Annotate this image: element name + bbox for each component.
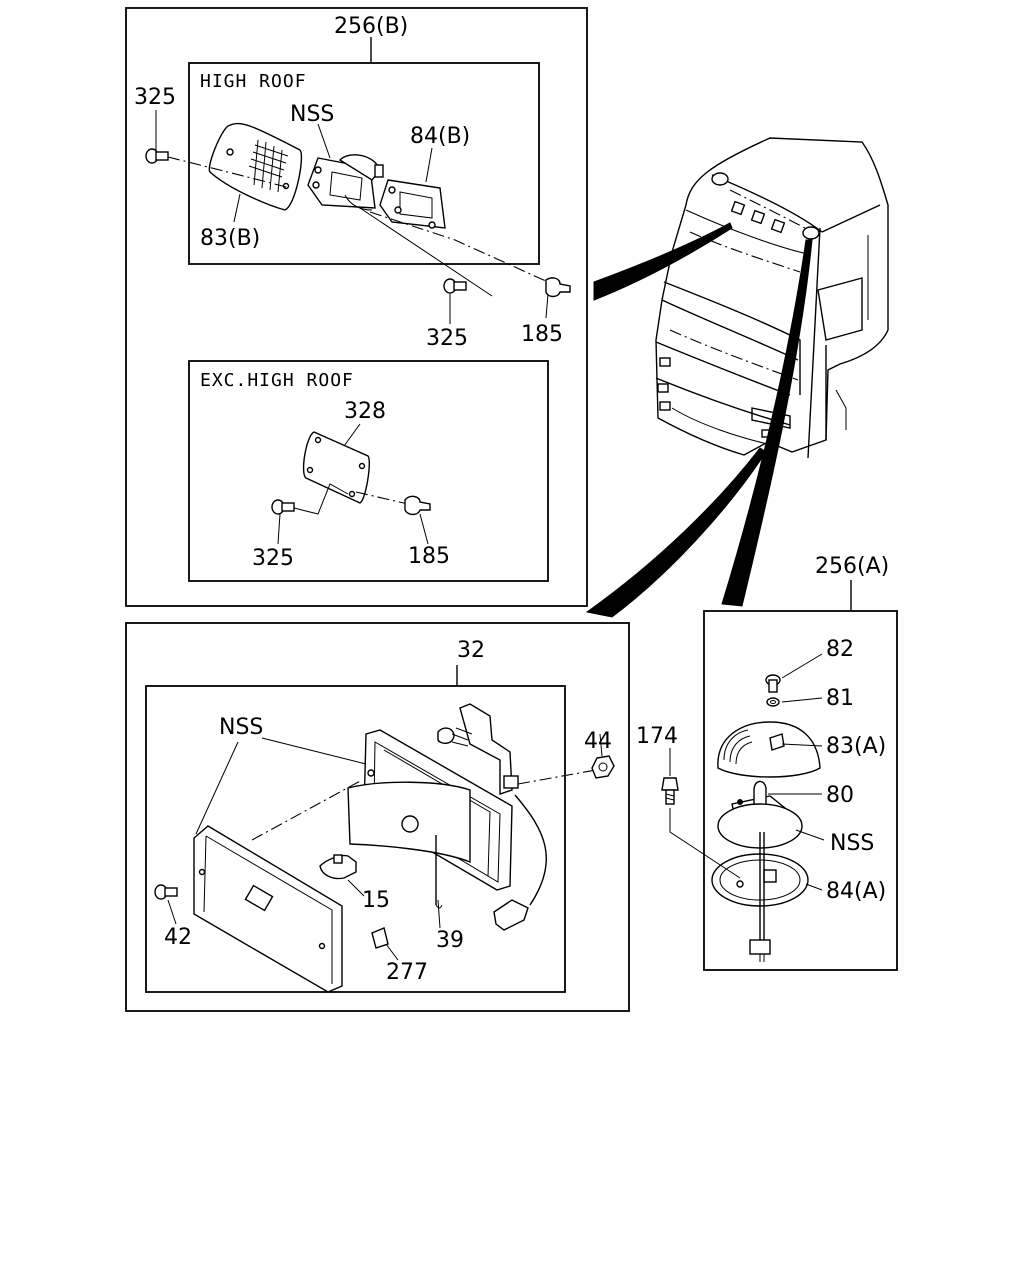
- marker-lens-83b: [208, 122, 303, 211]
- fog-lamp-wire: [493, 794, 547, 931]
- pointer-band-high-roof: [593, 222, 733, 301]
- screw-82: [765, 674, 781, 693]
- frame-256a: [703, 610, 898, 971]
- leader-lines: [155, 110, 825, 961]
- screw-42: [154, 884, 178, 900]
- marker-harness: [749, 832, 771, 962]
- label-nss-top: NSS: [290, 102, 334, 127]
- pointer-band-marker: [721, 239, 813, 607]
- label-32: 32: [457, 638, 485, 663]
- label-325-exc: 325: [252, 546, 294, 571]
- label-256b: 256(B): [334, 14, 408, 39]
- nut-44: [591, 755, 615, 779]
- bulb-15: [319, 854, 357, 880]
- frame-fog-lamp: [125, 622, 630, 1012]
- label-83a: 83(A): [826, 734, 886, 759]
- clip-277: [371, 927, 389, 949]
- fog-lamp-front-lens: [193, 825, 343, 993]
- label-277: 277: [386, 960, 428, 985]
- label-84a: 84(A): [826, 879, 886, 904]
- label-82: 82: [826, 637, 854, 662]
- fog-lamp-bracket: [437, 703, 519, 795]
- label-84b: 84(B): [410, 124, 470, 149]
- screw-325-exc: [271, 499, 295, 515]
- bolt-44-lamp: [517, 769, 597, 785]
- frame-high-roof: [188, 62, 540, 265]
- section-high-roof: HIGH ROOF: [200, 71, 307, 92]
- label-185-high-roof: 185: [521, 322, 563, 347]
- clip-185-exc: [404, 495, 431, 516]
- truck-cab: [655, 137, 889, 459]
- label-80: 80: [826, 783, 854, 808]
- label-328: 328: [344, 399, 386, 424]
- frame-exc-high-roof: [188, 360, 549, 582]
- marker-base-84b: [379, 179, 446, 229]
- screw-325-top: [145, 148, 169, 164]
- washer-81: [766, 697, 780, 707]
- frame-fog-lamp-inner: [145, 685, 566, 993]
- label-44: 44: [584, 729, 612, 754]
- screw-325-high-roof-bottom: [443, 278, 467, 294]
- label-42: 42: [164, 925, 192, 950]
- marker-socket-nss: [307, 154, 384, 211]
- label-325-top: 325: [134, 85, 176, 110]
- label-83b: 83(B): [200, 226, 260, 251]
- plate-328: [302, 431, 370, 504]
- label-325-high-roof: 325: [426, 326, 468, 351]
- section-exc-high-roof: EXC.HIGH ROOF: [200, 370, 354, 391]
- label-nss-fog: NSS: [219, 715, 263, 740]
- frame-256b: [125, 7, 588, 607]
- label-174: 174: [636, 724, 678, 749]
- screw-174: [661, 777, 679, 805]
- label-nss-marker: NSS: [830, 831, 874, 856]
- label-15: 15: [362, 888, 390, 913]
- label-256a: 256(A): [815, 554, 889, 579]
- label-81: 81: [826, 686, 854, 711]
- dome-lens-83a: [717, 721, 821, 778]
- clip-185-high-roof: [545, 277, 571, 298]
- label-39: 39: [436, 928, 464, 953]
- fog-lamp-cover: [347, 781, 471, 909]
- label-185-exc: 185: [408, 544, 450, 569]
